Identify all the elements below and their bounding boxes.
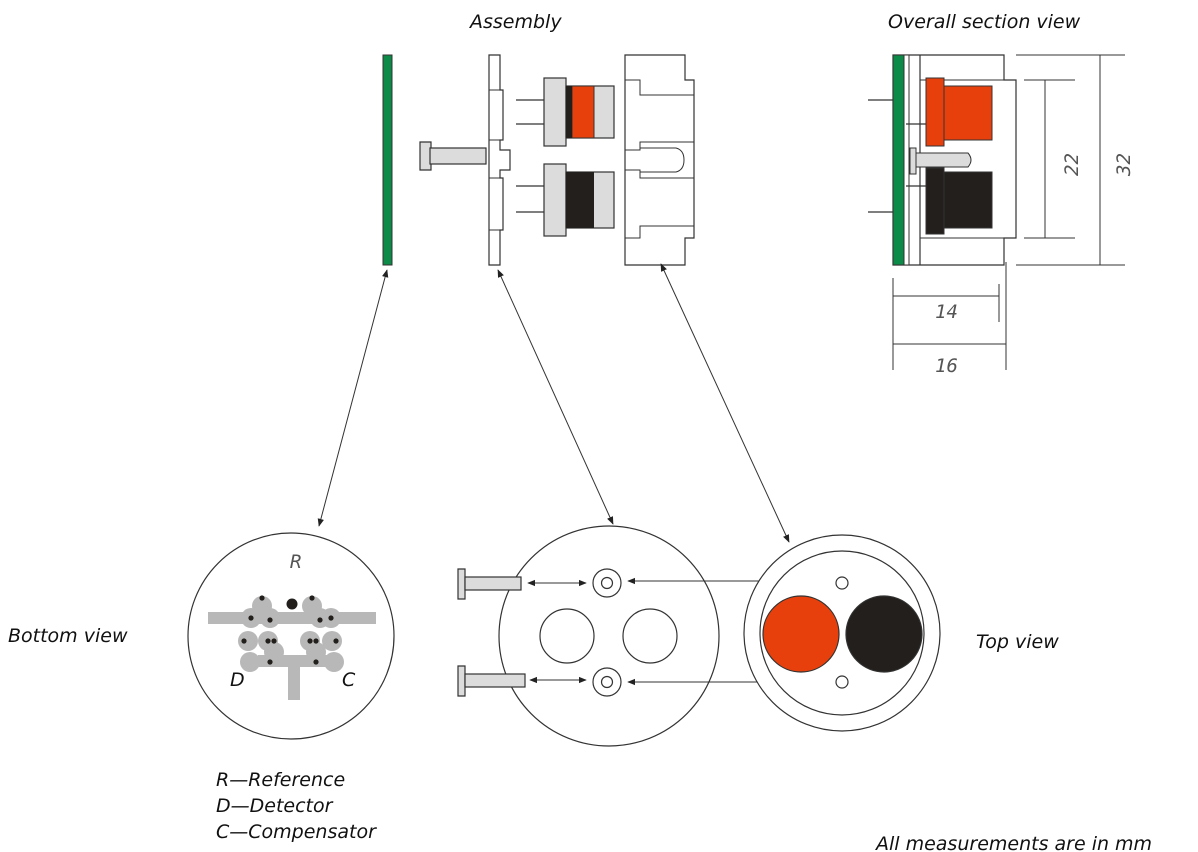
section-view-group: 22 32 14 16 [868,54,1135,377]
assembly-title: Assembly [468,11,562,33]
pin-legend: R—Reference D—Detector C—Compensator [216,769,377,843]
bottom-view-circle: R D C [187,532,395,740]
top-view-label: Top view [976,631,1059,653]
units-note: All measurements are in mm [874,833,1152,852]
top-view-circle [743,534,941,732]
holder-plate [488,54,511,266]
connector-arrows [317,263,790,543]
dim-width-outer: 16 [935,355,958,377]
holder-top-view [457,525,827,747]
section-view-title: Overall section view [888,11,1081,33]
pin-label-r: R [290,551,301,573]
dim-width-inner: 14 [935,301,958,323]
bottom-view-label: Bottom view [8,625,128,647]
housing-cap [624,54,695,266]
detector-element [516,163,615,237]
pin-label-d: D [230,669,245,691]
pin-label-c: C [342,669,356,691]
assembly-screw [419,141,487,171]
dim-height-inner: 22 [1061,153,1083,176]
reference-element [516,77,615,147]
dim-height-outer: 32 [1113,153,1135,177]
legend-item-reference: R—Reference [216,769,345,791]
pcb-board [382,54,393,266]
legend-item-compensator: C—Compensator [216,821,377,843]
legend-item-detector: D—Detector [216,795,334,817]
assembly-group [382,54,695,266]
